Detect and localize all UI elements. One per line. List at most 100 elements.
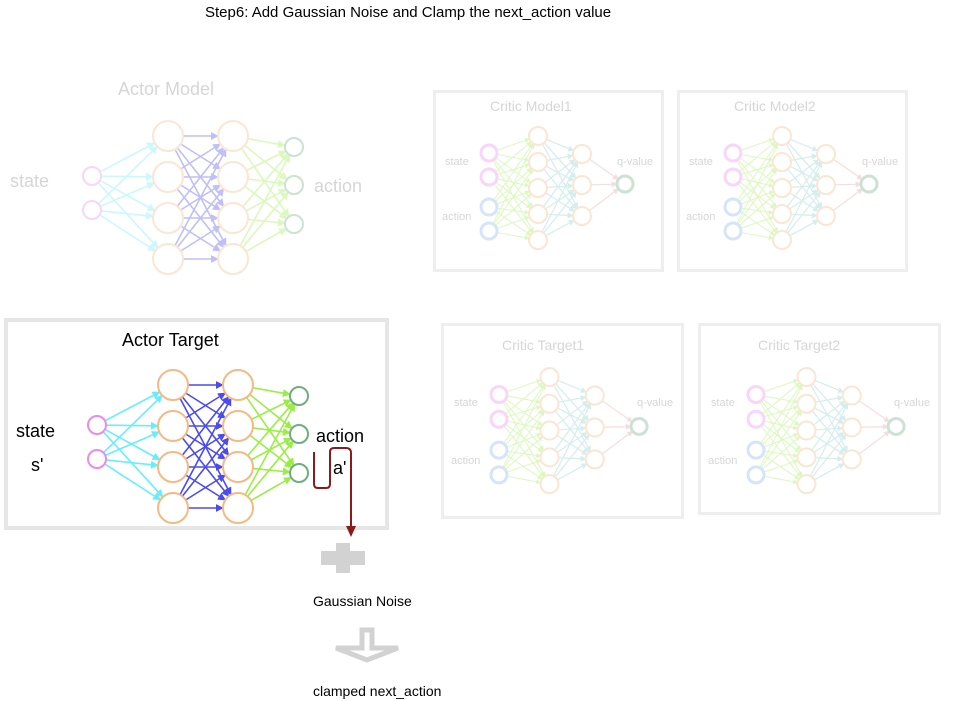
critic-model-1-connection — [545, 192, 575, 212]
critic-target-2-connection — [760, 410, 802, 469]
critic-target-1-connection — [506, 395, 542, 404]
critic-model-1-connection — [495, 181, 532, 209]
critic-target-2-connection — [814, 407, 845, 424]
critic-model-1-connection — [546, 153, 574, 161]
critic-target-2-connection — [810, 403, 849, 477]
critic-target-1-connection — [558, 395, 587, 403]
critic-target-1-connection — [556, 431, 588, 453]
critic-model-1-hidden-node — [528, 230, 548, 250]
critic-target-1-connection — [506, 450, 542, 458]
critic-model-2-title: Critic Model2 — [734, 98, 816, 114]
critic-model-1-hidden-node — [572, 144, 592, 164]
critic-model-1-connection — [546, 212, 574, 219]
actor-model-connection — [176, 147, 225, 207]
critic-model-2-connection — [789, 219, 819, 237]
critic-model-1-action-label: action — [442, 211, 472, 223]
critic-model-2-output-node — [859, 174, 879, 194]
critic-model-2-connection — [788, 159, 820, 183]
critic-target-2-network — [746, 367, 906, 495]
actor-target-input-node — [87, 449, 107, 469]
critic-target-1-connection — [556, 400, 589, 426]
critic-model-2-connection — [740, 190, 775, 205]
critic-target-2-connection — [760, 383, 802, 444]
critic-target-2-connection — [760, 400, 802, 451]
critic-target-2-connection — [860, 423, 889, 430]
critic-model-2-connection — [787, 191, 821, 234]
actor-target-connection — [179, 397, 232, 496]
critic-target-1-connection — [506, 379, 542, 393]
critic-target-1-connection — [553, 403, 592, 477]
critic-model-1-connection — [544, 159, 576, 183]
critic-model-1-connection — [546, 138, 575, 152]
critic-target-2-connection — [813, 434, 845, 456]
critic-target-1-connection — [502, 384, 546, 468]
critic-target-2-connection — [762, 454, 800, 480]
critic-model-2-connection — [790, 182, 818, 189]
critic-model-2-state-label: state — [689, 156, 713, 168]
actor-model-connection — [176, 147, 225, 207]
plus-icon — [321, 543, 365, 573]
critic-target-1-network — [489, 367, 649, 495]
critic-model-2-panel — [677, 90, 908, 272]
actor-model-connection — [246, 150, 287, 172]
critic-target-1-connection — [505, 398, 543, 426]
actor-target-input-label: state — [16, 421, 56, 441]
actor-model-connection — [180, 143, 221, 170]
actor-model-connection — [240, 147, 290, 218]
actor-model-connection — [244, 185, 288, 220]
critic-target-2-connection — [761, 409, 801, 446]
critic-model-1-connection — [493, 168, 534, 225]
critic-model-2-connection — [790, 153, 818, 161]
critic-target-2-connection — [811, 402, 847, 451]
critic-model-2-connection — [834, 181, 862, 188]
critic-model-2-connection — [785, 161, 823, 233]
critic-model-1-connection — [541, 161, 579, 233]
critic-target-1-connection — [505, 423, 543, 453]
critic-target-2-connection — [814, 379, 845, 393]
actor-model-connection — [247, 137, 286, 149]
critic-model-1-connection — [496, 216, 530, 229]
critic-model-2-connection — [790, 212, 818, 219]
actor-model-connection — [239, 154, 291, 247]
critic-target-1-connection — [506, 475, 542, 485]
critic-target-1-hidden-node — [584, 417, 605, 438]
critic-target-2-connection — [813, 431, 845, 453]
critic-model-2-hidden-node — [816, 144, 836, 164]
critic-target-1-connection — [557, 379, 588, 393]
actor-target-output-label: action — [316, 426, 365, 446]
actor-model-connection — [244, 144, 288, 180]
critic-model-1-connection — [496, 231, 530, 241]
critic-target-1-connection — [503, 383, 545, 444]
clamped-next-action-label: clamped next_action — [313, 683, 442, 699]
critic-model-1-connection — [496, 178, 530, 188]
critic-target-2-connection — [763, 405, 799, 418]
actor-model-input-label: state — [10, 171, 50, 191]
actor-target-connection — [181, 396, 230, 456]
critic-target-1-connection — [504, 409, 544, 446]
critic-target-1-hidden-node — [539, 447, 560, 468]
actor-model-connection — [99, 179, 156, 212]
actor-target-hidden-node — [157, 410, 189, 442]
critic-model-2-connection — [737, 142, 778, 201]
critic-model-2-connection — [740, 163, 774, 176]
critic-model-1-state-label: state — [445, 156, 469, 168]
critic-model-1-connection — [543, 191, 577, 234]
actor-model-hidden-node — [217, 161, 249, 193]
critic-target-2-hidden-node — [796, 420, 817, 441]
actor-model-connection — [242, 153, 289, 208]
critic-model-2-connection — [786, 160, 822, 208]
critic-model-1-connection — [494, 167, 532, 202]
critic-target-1-connection — [557, 463, 588, 481]
critic-target-1-connection — [558, 425, 587, 432]
page-title: Step6: Add Gaussian Noise and Clamp the … — [205, 4, 612, 21]
critic-model-2-connection — [740, 216, 774, 229]
critic-target-2-output-label: q-value — [894, 397, 931, 409]
actor-model-connection — [247, 178, 286, 187]
actor-model-connection — [180, 225, 221, 252]
critic-target-1-connection — [503, 425, 545, 478]
actor-target-hidden-node — [157, 451, 189, 483]
critic-model-1-hidden-node — [572, 175, 592, 195]
critic-target-1-output-label: q-value — [637, 397, 674, 409]
actor-target-connection — [104, 428, 161, 461]
critic-model-1-connection — [546, 182, 574, 189]
